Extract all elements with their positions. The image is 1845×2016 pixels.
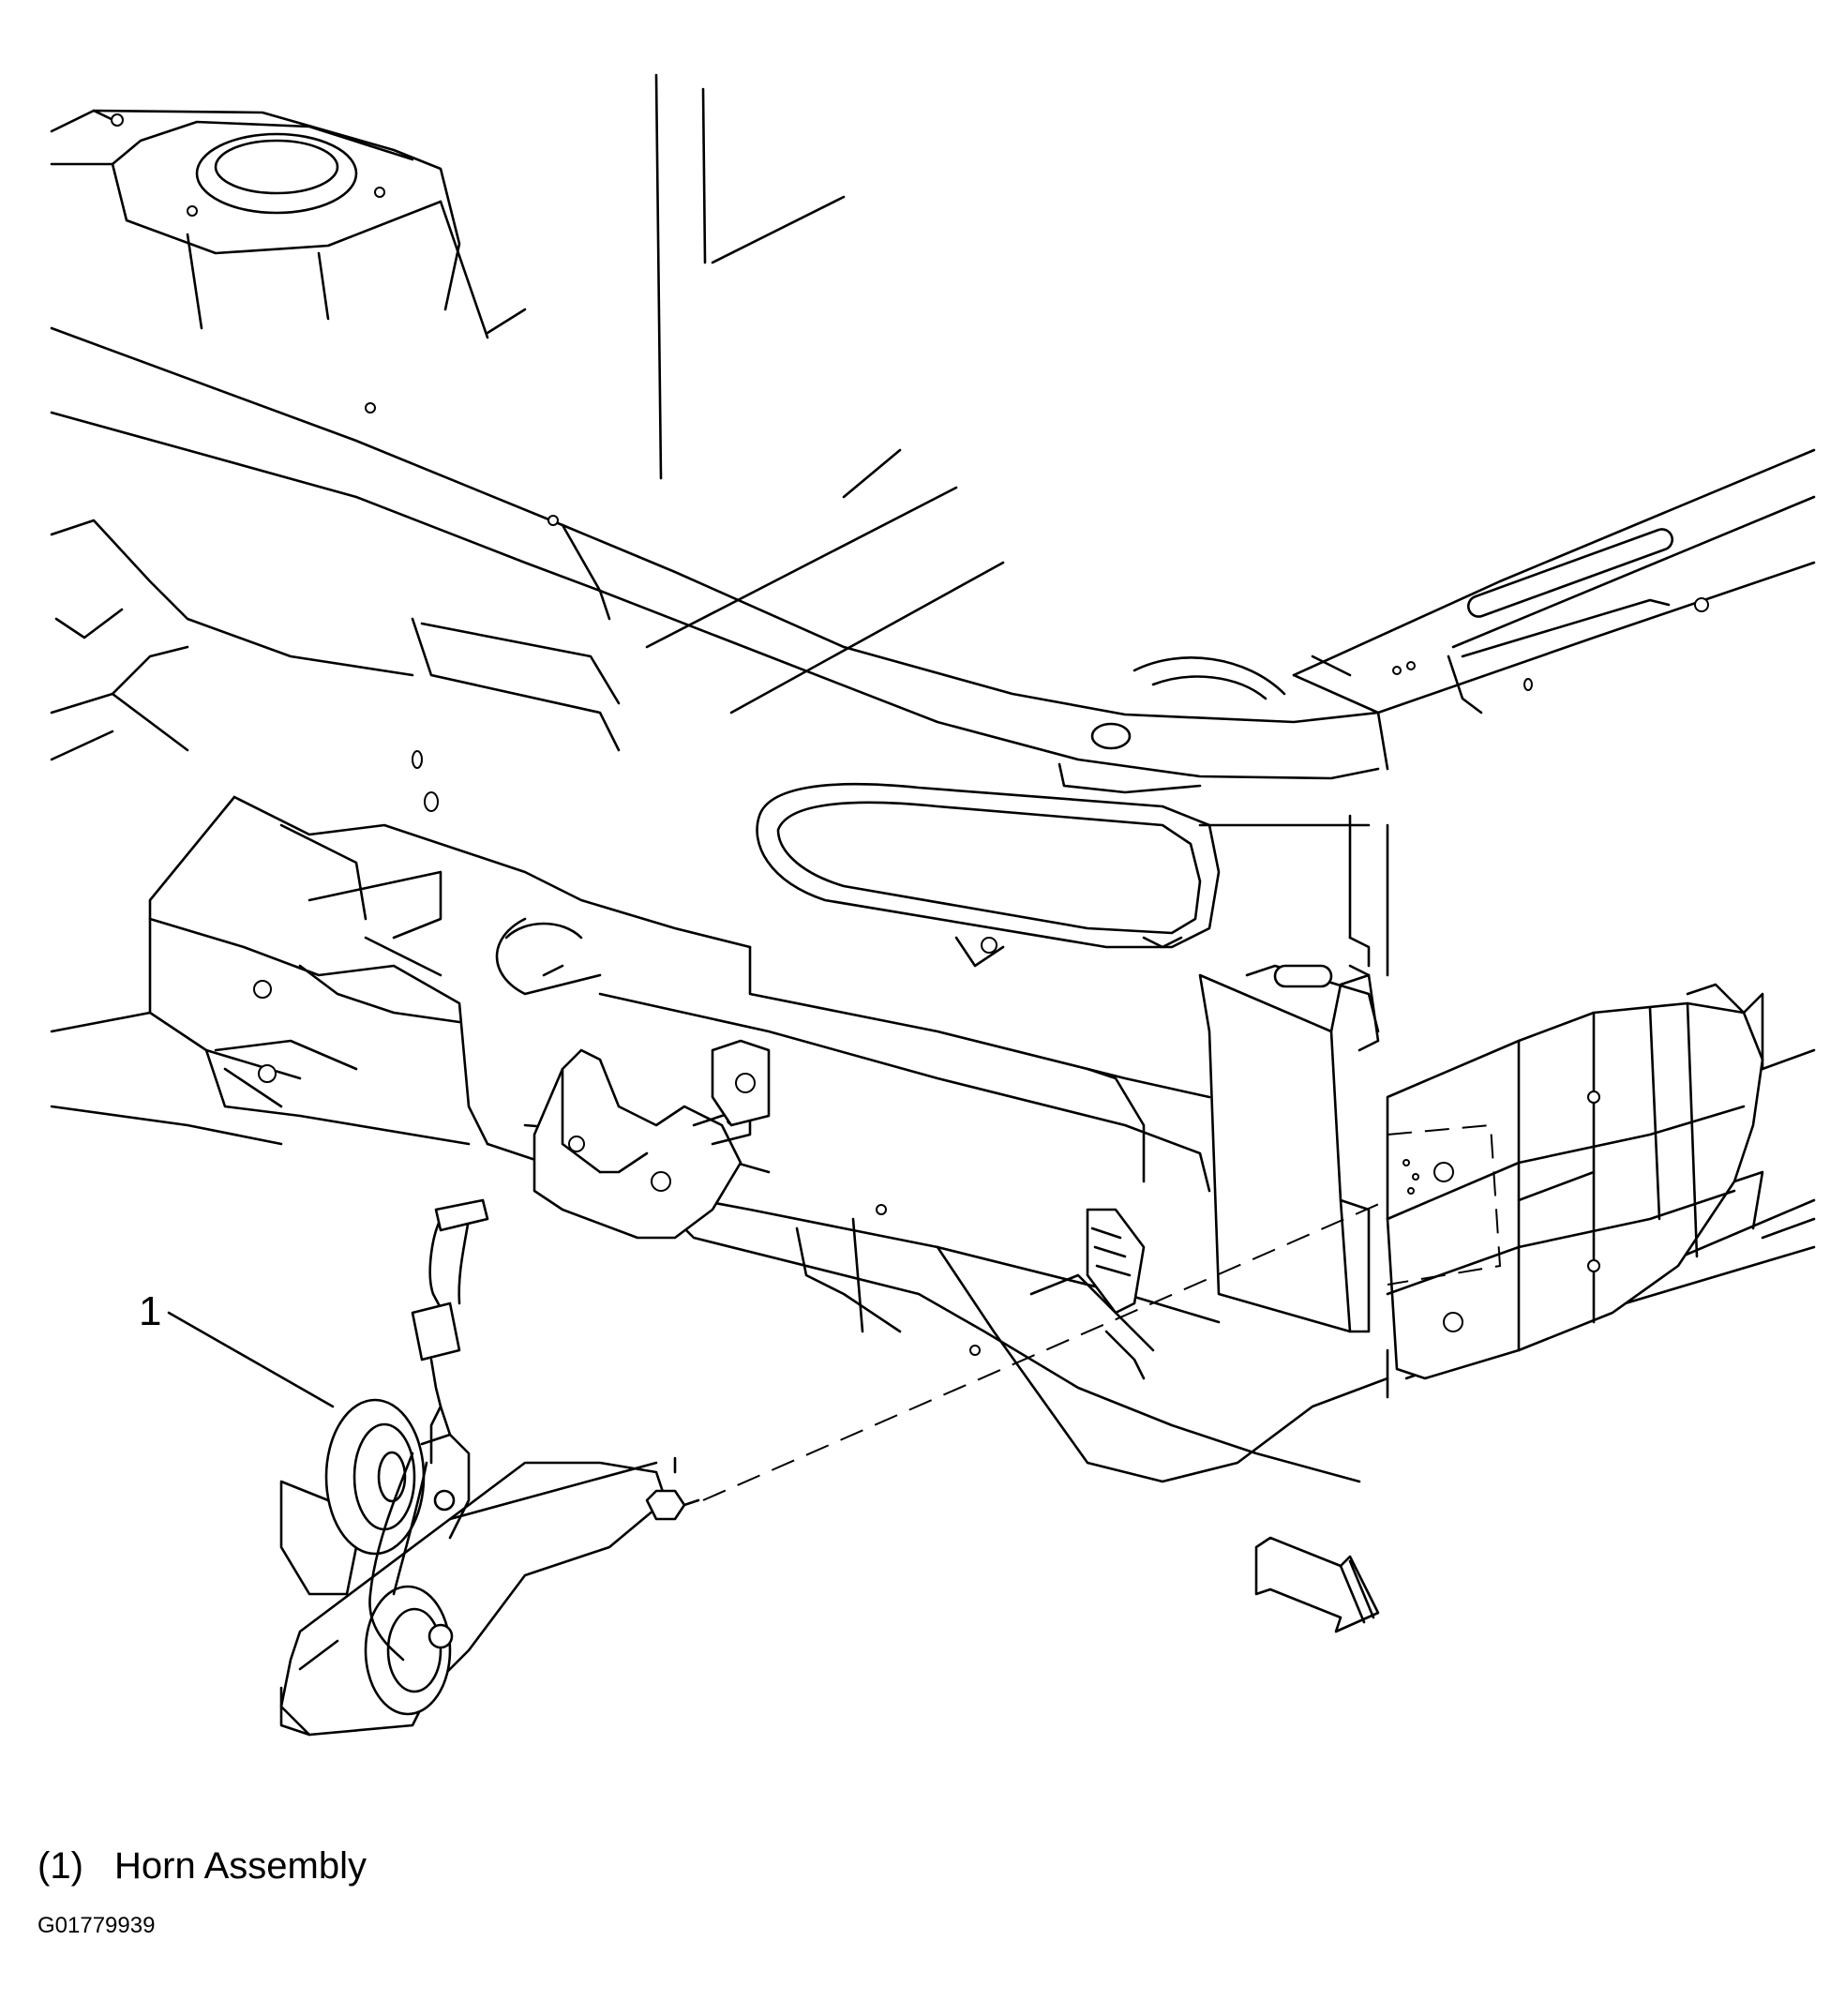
bumper-bracket	[1386, 983, 1816, 1380]
front-direction-arrow	[1254, 1536, 1380, 1633]
legend-item-label: Horn Assembly	[114, 1845, 367, 1887]
radiator-support	[50, 795, 752, 1146]
support-opening	[756, 783, 1221, 968]
upper-crossmember	[50, 326, 1380, 794]
vertical-panel	[1086, 814, 1389, 1333]
shock-tower	[50, 109, 489, 339]
horn-assembly	[279, 1398, 700, 1737]
lower-tab	[1029, 1208, 1155, 1380]
frame-rail-right	[1132, 448, 1816, 771]
fender-edge	[486, 73, 846, 480]
callout-number-1: 1	[139, 1288, 162, 1334]
legend-item-number: (1)	[38, 1845, 83, 1887]
mounting-bolt-line	[702, 1199, 1388, 1501]
crossmember-bracket	[532, 1048, 752, 1240]
wiring-connector	[411, 1198, 489, 1465]
support-bracket	[711, 1039, 771, 1127]
legend-item: (1) Horn Assembly	[38, 1845, 367, 1888]
callout-leader	[167, 1311, 335, 1408]
figure-id: G01779939	[38, 1913, 156, 1938]
legend: (1) Horn Assembly	[38, 1845, 367, 1888]
frame-rail-left	[50, 519, 621, 812]
